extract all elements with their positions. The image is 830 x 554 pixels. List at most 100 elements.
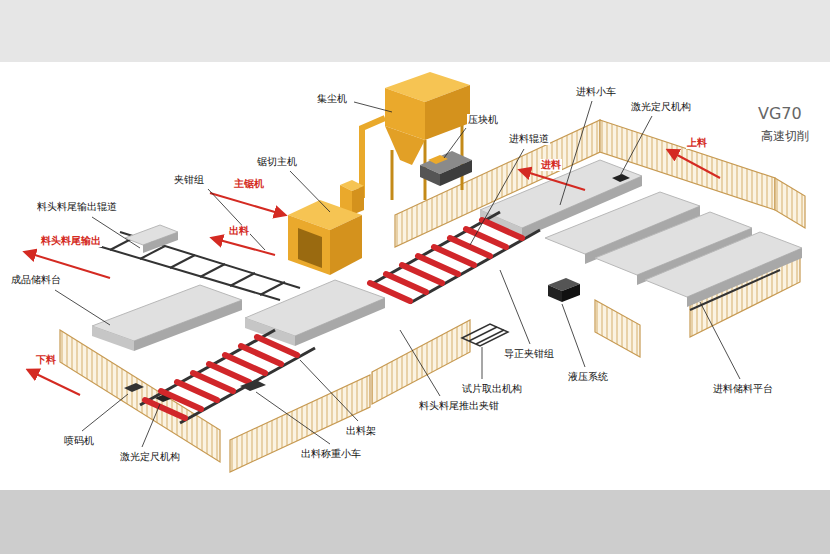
roller (402, 265, 442, 283)
flow-arrow (28, 370, 80, 395)
leader-line (444, 128, 466, 158)
unit-front (548, 285, 562, 302)
rollers (370, 220, 522, 301)
motor-side (352, 186, 364, 215)
hopper (385, 126, 425, 165)
grid-bar (476, 330, 504, 344)
roller (161, 391, 201, 409)
slab-front (92, 326, 134, 351)
flow-arrow (210, 193, 285, 215)
leader-line (256, 392, 330, 444)
leader-line (290, 171, 330, 212)
fence (372, 320, 470, 404)
flow-arrows (25, 150, 720, 395)
gantry-side (330, 215, 362, 275)
bottom-band (0, 490, 830, 554)
flow-label: 下料 (35, 354, 57, 366)
fence (230, 375, 370, 472)
part-label: 液压系统 (567, 371, 609, 383)
fence (595, 300, 640, 357)
grid-frame (462, 324, 508, 346)
part-label: 激光定尺机构 (630, 101, 692, 113)
frame (410, 230, 540, 303)
slab-side (143, 232, 178, 253)
slab-side (134, 300, 242, 351)
roller (225, 355, 265, 373)
top-band (0, 0, 830, 62)
roller (209, 364, 249, 382)
leader-line (300, 360, 358, 421)
part-label: 压块机 (467, 114, 499, 126)
grid-bar (469, 327, 497, 341)
part-label: 出料架 (345, 425, 377, 437)
leader-line (470, 149, 524, 245)
slab-front (480, 210, 522, 238)
fence (60, 330, 220, 462)
duct (362, 118, 385, 198)
part-label: 料头料尾输出辊道 (36, 201, 118, 213)
marking-unit (124, 383, 144, 392)
dust-collector (362, 72, 470, 200)
model-label: VG70 (757, 104, 803, 123)
sample-grid (462, 324, 508, 346)
part-label: 进料辊道 (508, 133, 550, 145)
leader-line (560, 101, 592, 205)
rollers (145, 337, 297, 418)
roller (177, 382, 217, 400)
part-label: 成品储料台 (10, 274, 62, 286)
weigh-car (240, 380, 266, 391)
bar (200, 264, 225, 277)
roller-table-upper (370, 212, 540, 303)
roller-table-lower (124, 330, 315, 423)
part-label: 激光定尺机构 (119, 451, 181, 463)
hydraulic-unit (548, 278, 580, 302)
flow-label: 上料 (686, 137, 708, 149)
part-label: 试片取出机构 (461, 383, 523, 395)
slab-storage (545, 192, 802, 310)
part-label: 喷码机 (63, 435, 95, 447)
part-label: 进料储料平台 (712, 383, 774, 395)
press-side (440, 160, 472, 186)
flow-label: 出料 (228, 225, 250, 237)
part-label: 集尘机 (316, 93, 348, 105)
bar (260, 282, 285, 295)
slab-side (295, 298, 385, 346)
part-label: 锯切主机 (256, 156, 298, 168)
leader-line (620, 116, 652, 176)
leader-lines (55, 101, 740, 447)
leader-line (482, 347, 483, 379)
rail (690, 270, 780, 310)
leader-line (208, 189, 265, 250)
gantry-front (288, 215, 330, 275)
fence-group (60, 120, 805, 472)
flow-arrow (212, 238, 275, 255)
part-label: 导正夹钳组 (503, 348, 555, 360)
part-label: 出料称重小车 (300, 448, 362, 460)
leader-line (354, 102, 392, 112)
tail-block (125, 225, 178, 253)
part-label: 夹钳组 (173, 174, 205, 186)
leader-line (400, 330, 440, 396)
roller (482, 220, 522, 238)
roller (386, 274, 426, 292)
gantry-opening (298, 228, 322, 268)
leg (391, 150, 394, 200)
leader-line (700, 302, 740, 379)
bar (230, 273, 255, 286)
block-press (420, 151, 472, 186)
roller (145, 400, 185, 418)
slab-side (687, 248, 802, 307)
leader-line (82, 394, 128, 431)
part-label: 料头料尾推出夹钳 (418, 400, 500, 412)
roller (450, 238, 490, 256)
unit-side (562, 284, 580, 302)
roller (466, 229, 506, 247)
roller (434, 247, 474, 265)
fence (775, 178, 805, 228)
leader-line (142, 404, 160, 447)
roller (257, 337, 297, 355)
leader-line (55, 290, 110, 325)
part-label: 进料小车 (575, 86, 617, 98)
